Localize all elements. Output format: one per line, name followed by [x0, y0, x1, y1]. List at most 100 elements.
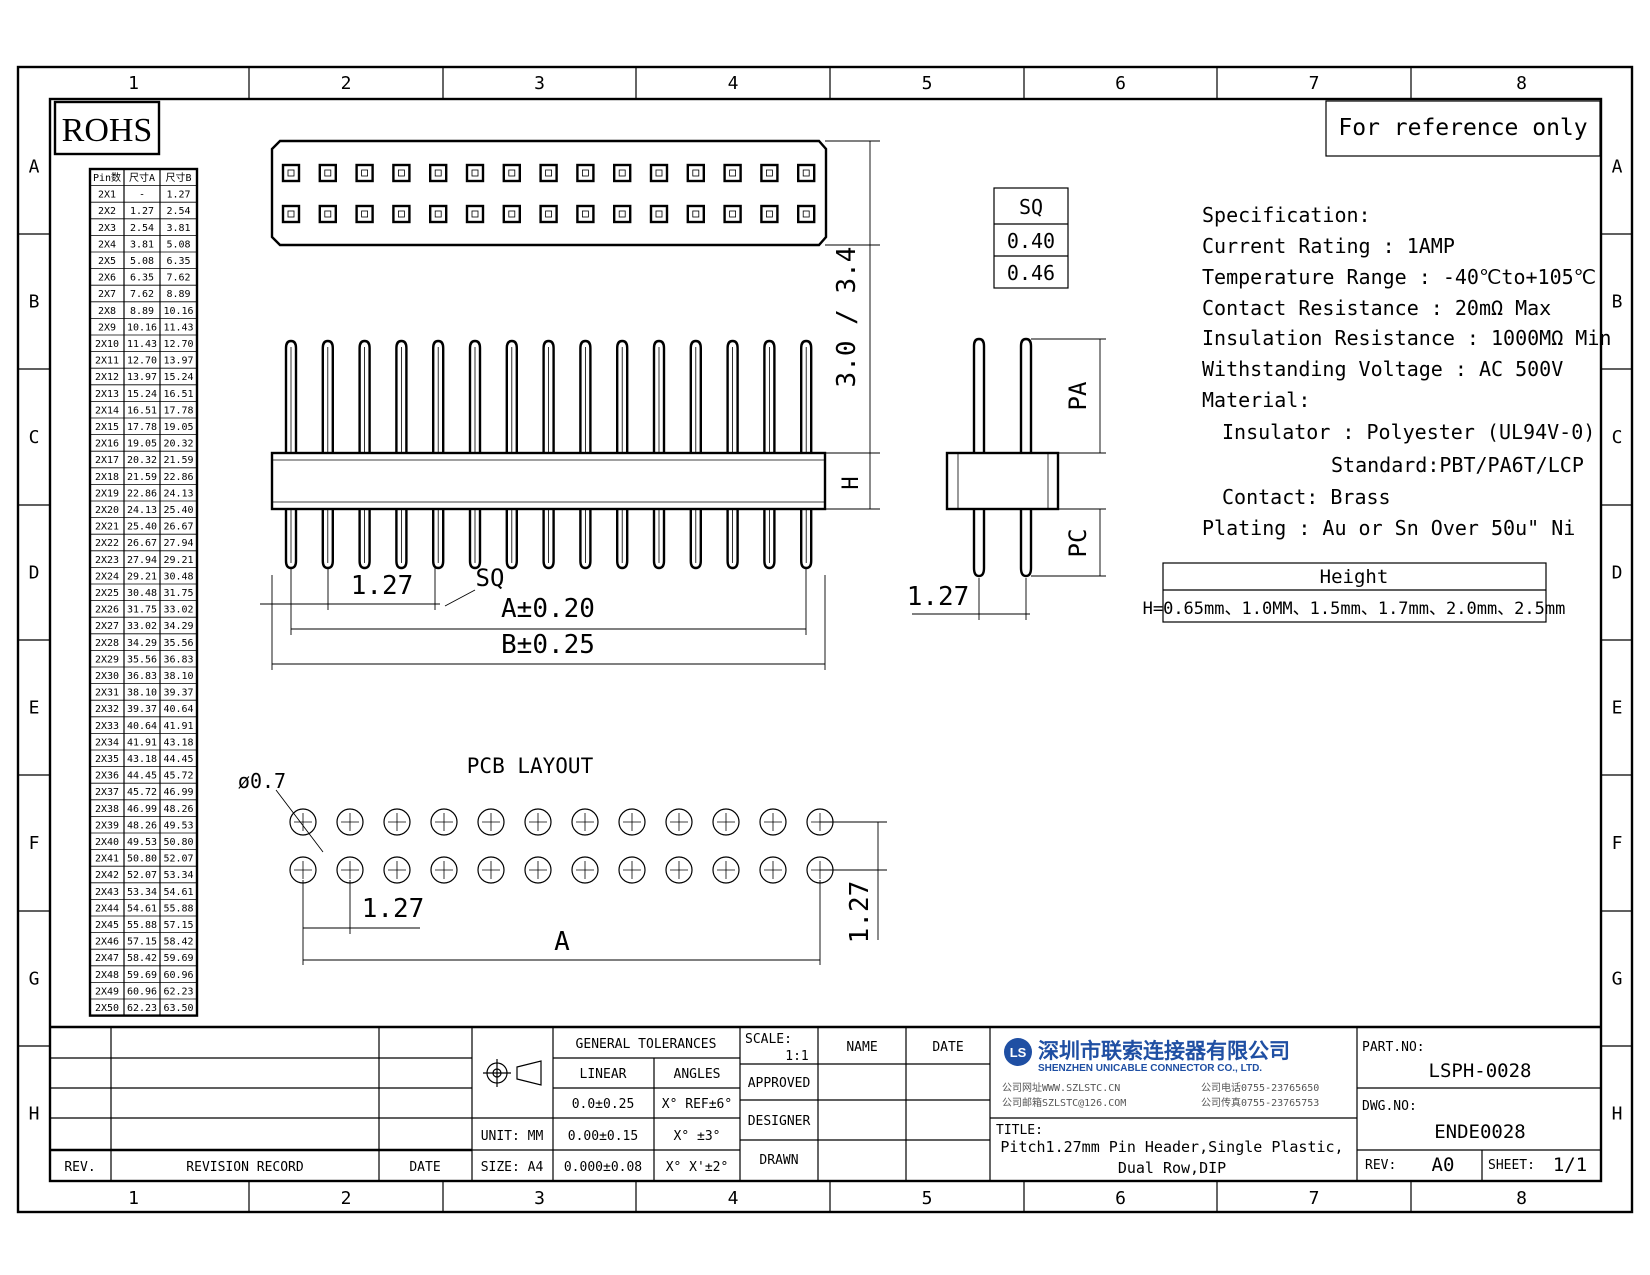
pin-square — [760, 163, 779, 183]
pin-table-header: Pin数 — [93, 171, 121, 184]
linear-tolerance: 0.00±0.15 — [568, 1129, 638, 1144]
pin-upper — [800, 339, 813, 453]
height-box-title: Height — [1320, 566, 1389, 588]
top-view-housing — [270, 139, 828, 247]
top-view — [270, 139, 880, 247]
pin-square — [429, 163, 448, 183]
pcb-hole — [383, 856, 411, 884]
spec-line: Withstanding Voltage : AC 500V — [1202, 357, 1563, 381]
pin-square — [760, 204, 779, 224]
pin-upper — [468, 339, 482, 453]
pin-table-cell: 49.53 — [163, 820, 193, 831]
pin-upper — [395, 339, 408, 453]
approved-label: APPROVED — [748, 1076, 811, 1091]
zone-column-label: 5 — [922, 1188, 933, 1209]
pin-table-cell: 8.89 — [130, 306, 154, 317]
company-web: 公司网址WWW.SZLSTC.CN — [1002, 1081, 1120, 1094]
pin-table-cell: 27.94 — [163, 538, 193, 549]
pin-square — [318, 163, 337, 183]
pin-table-cell: 40.64 — [127, 721, 157, 732]
pin-table-cell: 60.96 — [127, 986, 157, 997]
scale-label: SCALE: — [745, 1032, 792, 1047]
zone-column-label: 6 — [1115, 73, 1126, 94]
pitch-label: 1.27 — [351, 571, 414, 601]
pin-upper — [321, 339, 334, 453]
pin-table-cell: 2X16 — [95, 439, 119, 450]
company-tel: 公司电话0755-23765650 — [1201, 1081, 1319, 1094]
zone-row-label: G — [1612, 969, 1623, 990]
zone-column-label: 6 — [1115, 1188, 1126, 1209]
zone-row-label: C — [29, 427, 40, 448]
rev-header: REV. — [64, 1160, 95, 1175]
pin-table-cell: 2X26 — [95, 605, 119, 616]
pin-square-core — [324, 210, 332, 218]
pin-upper — [726, 339, 739, 453]
side-view: PA PC 1.27 — [907, 337, 1106, 620]
pin-table-header: 尺寸B — [165, 171, 191, 184]
pin-table-cell: 2.54 — [166, 206, 190, 217]
pin-table-cell: 22.86 — [127, 488, 157, 499]
pin-table-cell: 3.81 — [166, 223, 190, 234]
pin-table-cell: 55.88 — [127, 920, 157, 931]
pin-square — [723, 163, 742, 183]
pin-square — [797, 204, 816, 224]
part-no-label: PART.NO: — [1362, 1040, 1425, 1055]
pin-square — [686, 163, 705, 183]
pin-lower — [432, 509, 445, 570]
pin-table-cell: 2X17 — [95, 455, 119, 466]
rohs-label: ROHS — [62, 112, 153, 149]
pin-square-core — [802, 169, 810, 177]
company-name-en: SHENZHEN UNICABLE CONNECTOR CO., LTD. — [1038, 1063, 1262, 1074]
unit-label: UNIT: MM — [481, 1129, 544, 1144]
company-fax: 公司传真0755-23765753 — [1201, 1096, 1319, 1109]
pin-lower — [505, 509, 518, 570]
pin-table-cell: 8.89 — [166, 289, 190, 300]
pa-label: PA — [1064, 381, 1092, 410]
pin-table-cell: 3.81 — [130, 239, 154, 250]
pin-square-core — [692, 210, 700, 218]
pin-table-cell: 2X37 — [95, 787, 119, 798]
spec-line: Specification: — [1202, 203, 1371, 227]
pin-square-core — [397, 169, 405, 177]
pin-lower — [358, 509, 371, 570]
pin-table-cell: 2X15 — [95, 422, 119, 433]
pin-table-cell: 46.99 — [163, 787, 193, 798]
spec-line: Contact Resistance : 20mΩ Max — [1202, 296, 1551, 320]
pin-table-cell: 6.35 — [166, 256, 190, 267]
pin-table-cell: 2X7 — [98, 289, 116, 300]
pin-table-cell: 2X44 — [95, 903, 119, 914]
pin-table-cell: 24.13 — [163, 488, 193, 499]
pcb-hole — [759, 856, 787, 884]
pin-table-cell: 1.27 — [166, 190, 190, 201]
pcb-hole — [665, 856, 693, 884]
pin-square-core — [287, 210, 295, 218]
pin-table-cell: 2X6 — [98, 273, 116, 284]
pin-table-cell: 60.96 — [163, 970, 193, 981]
pin-square — [465, 204, 485, 224]
pin-table-cell: 2X36 — [95, 771, 119, 782]
pin-square-core — [434, 169, 442, 177]
pin-table-cell: 48.26 — [163, 804, 193, 815]
hole-diameter-label: ø0.7 — [238, 769, 286, 793]
pin-table-cell: 63.50 — [163, 1003, 193, 1014]
date-header-2: DATE — [932, 1040, 963, 1055]
pin-square — [318, 204, 337, 224]
pin-table-cell: 2X2 — [98, 206, 116, 217]
pin-square — [392, 163, 411, 183]
zone-column-label: 4 — [728, 73, 739, 94]
company-logo: LS — [1004, 1038, 1032, 1066]
pin-table-cell: 2X22 — [95, 538, 119, 549]
title-line-1: Pitch1.27mm Pin Header,Single Plastic, — [1000, 1138, 1343, 1156]
pin-square — [576, 163, 595, 183]
height-box: Height H=0.65mm、1.0MM、1.5mm、1.7mm、2.0mm、… — [1143, 562, 1565, 623]
pin-square-core — [287, 169, 295, 177]
pin-square-core — [766, 169, 773, 177]
pin-square — [281, 163, 301, 183]
pin-square — [355, 163, 374, 183]
pin-upper — [689, 339, 702, 453]
pin-table-cell: 62.23 — [163, 986, 193, 997]
zone-column-label: 1 — [128, 73, 139, 94]
pin-table-cell: 62.23 — [127, 1003, 157, 1014]
zone-column-label: 2 — [341, 1188, 352, 1209]
spec-line: Standard:PBT/PA6T/LCP — [1331, 453, 1584, 477]
